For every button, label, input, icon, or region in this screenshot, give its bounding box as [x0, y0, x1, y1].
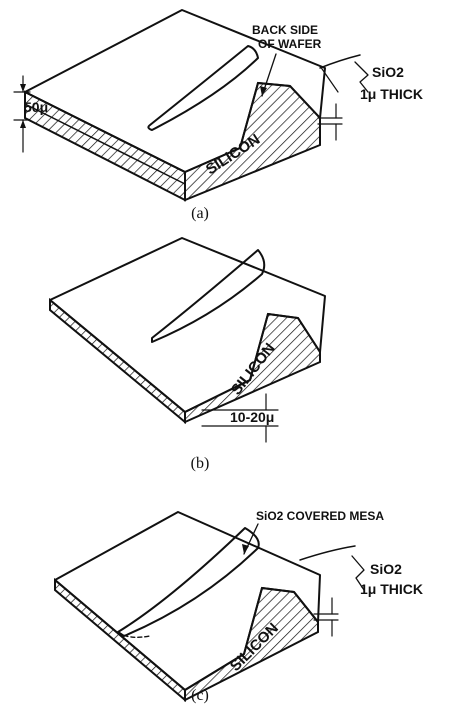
panel-b-mesa — [151, 249, 266, 343]
panel-b: 10-20μ SILICON (b) — [49, 237, 326, 472]
panel-b-caption: (b) — [191, 455, 210, 472]
panel-c-caption: (c) — [191, 687, 209, 704]
panel-c-mesa — [117, 527, 260, 637]
panel-c-oxide-thickness-label: 1μ THICK — [360, 581, 423, 597]
panel-a-mesa — [147, 45, 259, 131]
panel-c-oxide-label: SiO2 — [370, 561, 402, 577]
panel-a-caption: (a) — [191, 205, 209, 222]
panel-a-right-face — [184, 81, 321, 202]
panel-a: 50μ BACK SIDE OF WAFER SiO2 1μ THICK SIL… — [13, 9, 423, 222]
panel-a-of-wafer-label: OF WAFER — [258, 37, 322, 51]
panel-c-mesa-label: SiO2 COVERED MESA — [256, 509, 384, 523]
panel-c-right-face — [184, 586, 319, 702]
panel-a-thickness-label: 50μ — [24, 99, 48, 115]
panel-a-front-face — [24, 90, 186, 202]
panel-a-thickness-dimension: 50μ — [13, 75, 48, 153]
panel-b-front-face — [49, 297, 186, 425]
panel-c: SiO2 COVERED MESA SiO2 1μ THICK SILICON … — [54, 509, 423, 704]
panel-a-oxide-thickness-label: 1μ THICK — [360, 86, 423, 102]
panel-b-right-face — [184, 312, 321, 424]
panel-b-thickness-label: 10-20μ — [230, 409, 274, 425]
panel-a-back-side-label: BACK SIDE — [252, 23, 318, 37]
panel-a-oxide-label: SiO2 — [372, 64, 404, 80]
